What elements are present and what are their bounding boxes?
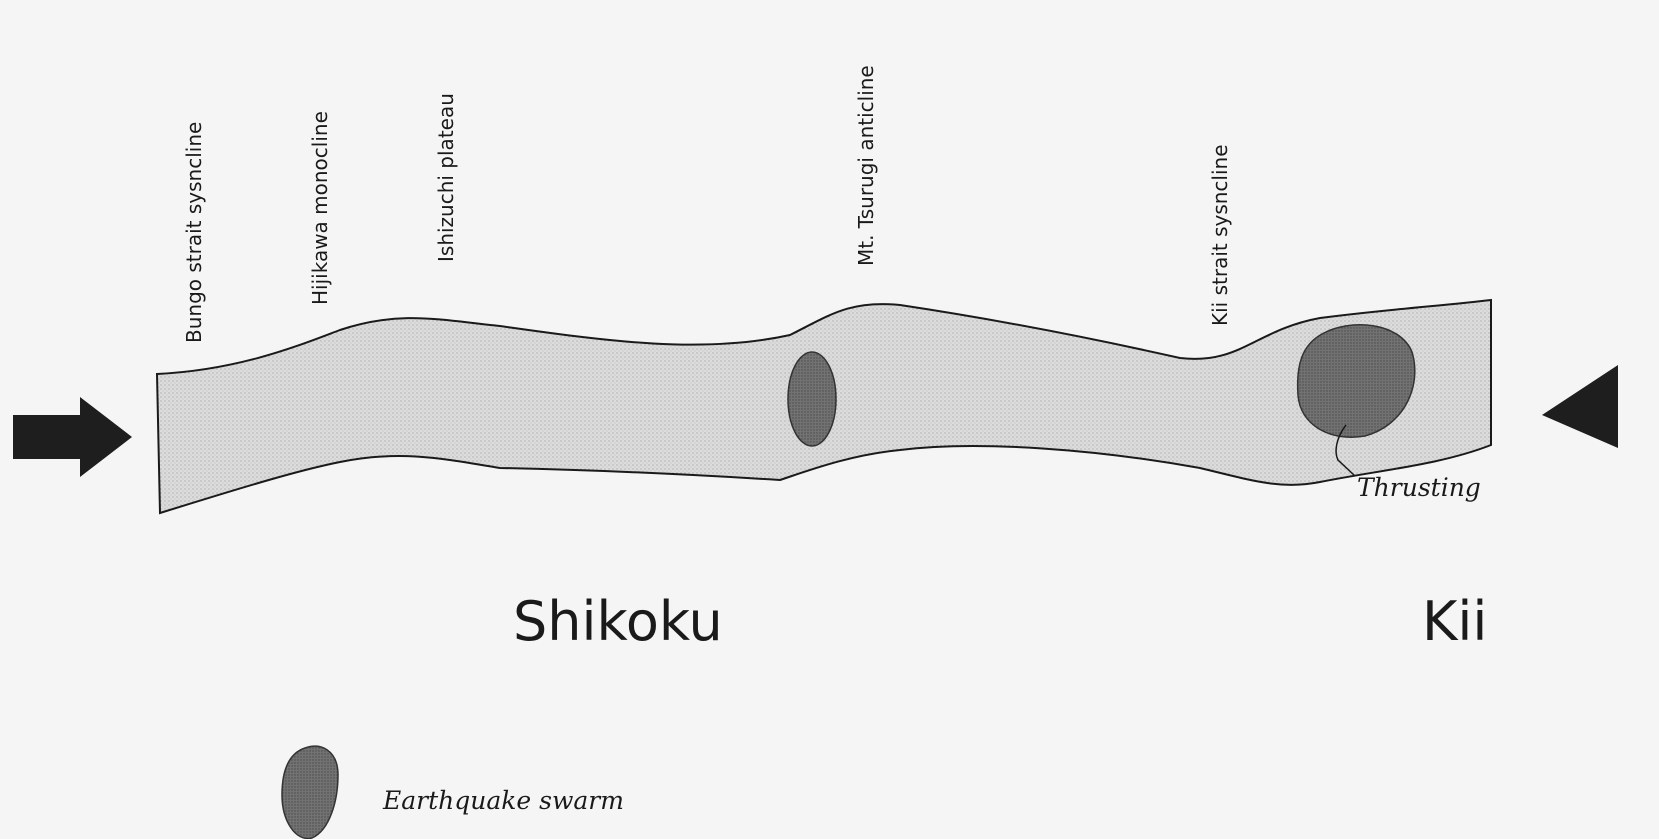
label-ishizuchi-plateau: Ishizuchi plateau	[434, 93, 458, 262]
region-label-kii: Kii	[1422, 590, 1487, 653]
compression-arrow-left-icon	[1542, 365, 1659, 448]
legend-label-earthquake-swarm: Earthquake swarm	[382, 786, 624, 815]
legend: Earthquake swarm	[282, 746, 624, 838]
compression-arrow-right-icon	[13, 397, 132, 477]
label-hijikawa-monocline: Hijikawa monocline	[308, 111, 332, 305]
region-label-shikoku: Shikoku	[513, 590, 723, 653]
label-mt-tsurugi-anticline: Mt. Tsurugi anticline	[854, 65, 878, 266]
thrusting-label: Thrusting	[1357, 473, 1481, 502]
label-bungo-strait-syncline: Bungo strait sysncline	[182, 122, 206, 343]
earthquake-swarm-icon	[282, 746, 338, 838]
earthquake-swarm-tsurugi	[788, 352, 836, 446]
label-kii-strait-syncline: Kii strait sysncline	[1208, 144, 1232, 326]
